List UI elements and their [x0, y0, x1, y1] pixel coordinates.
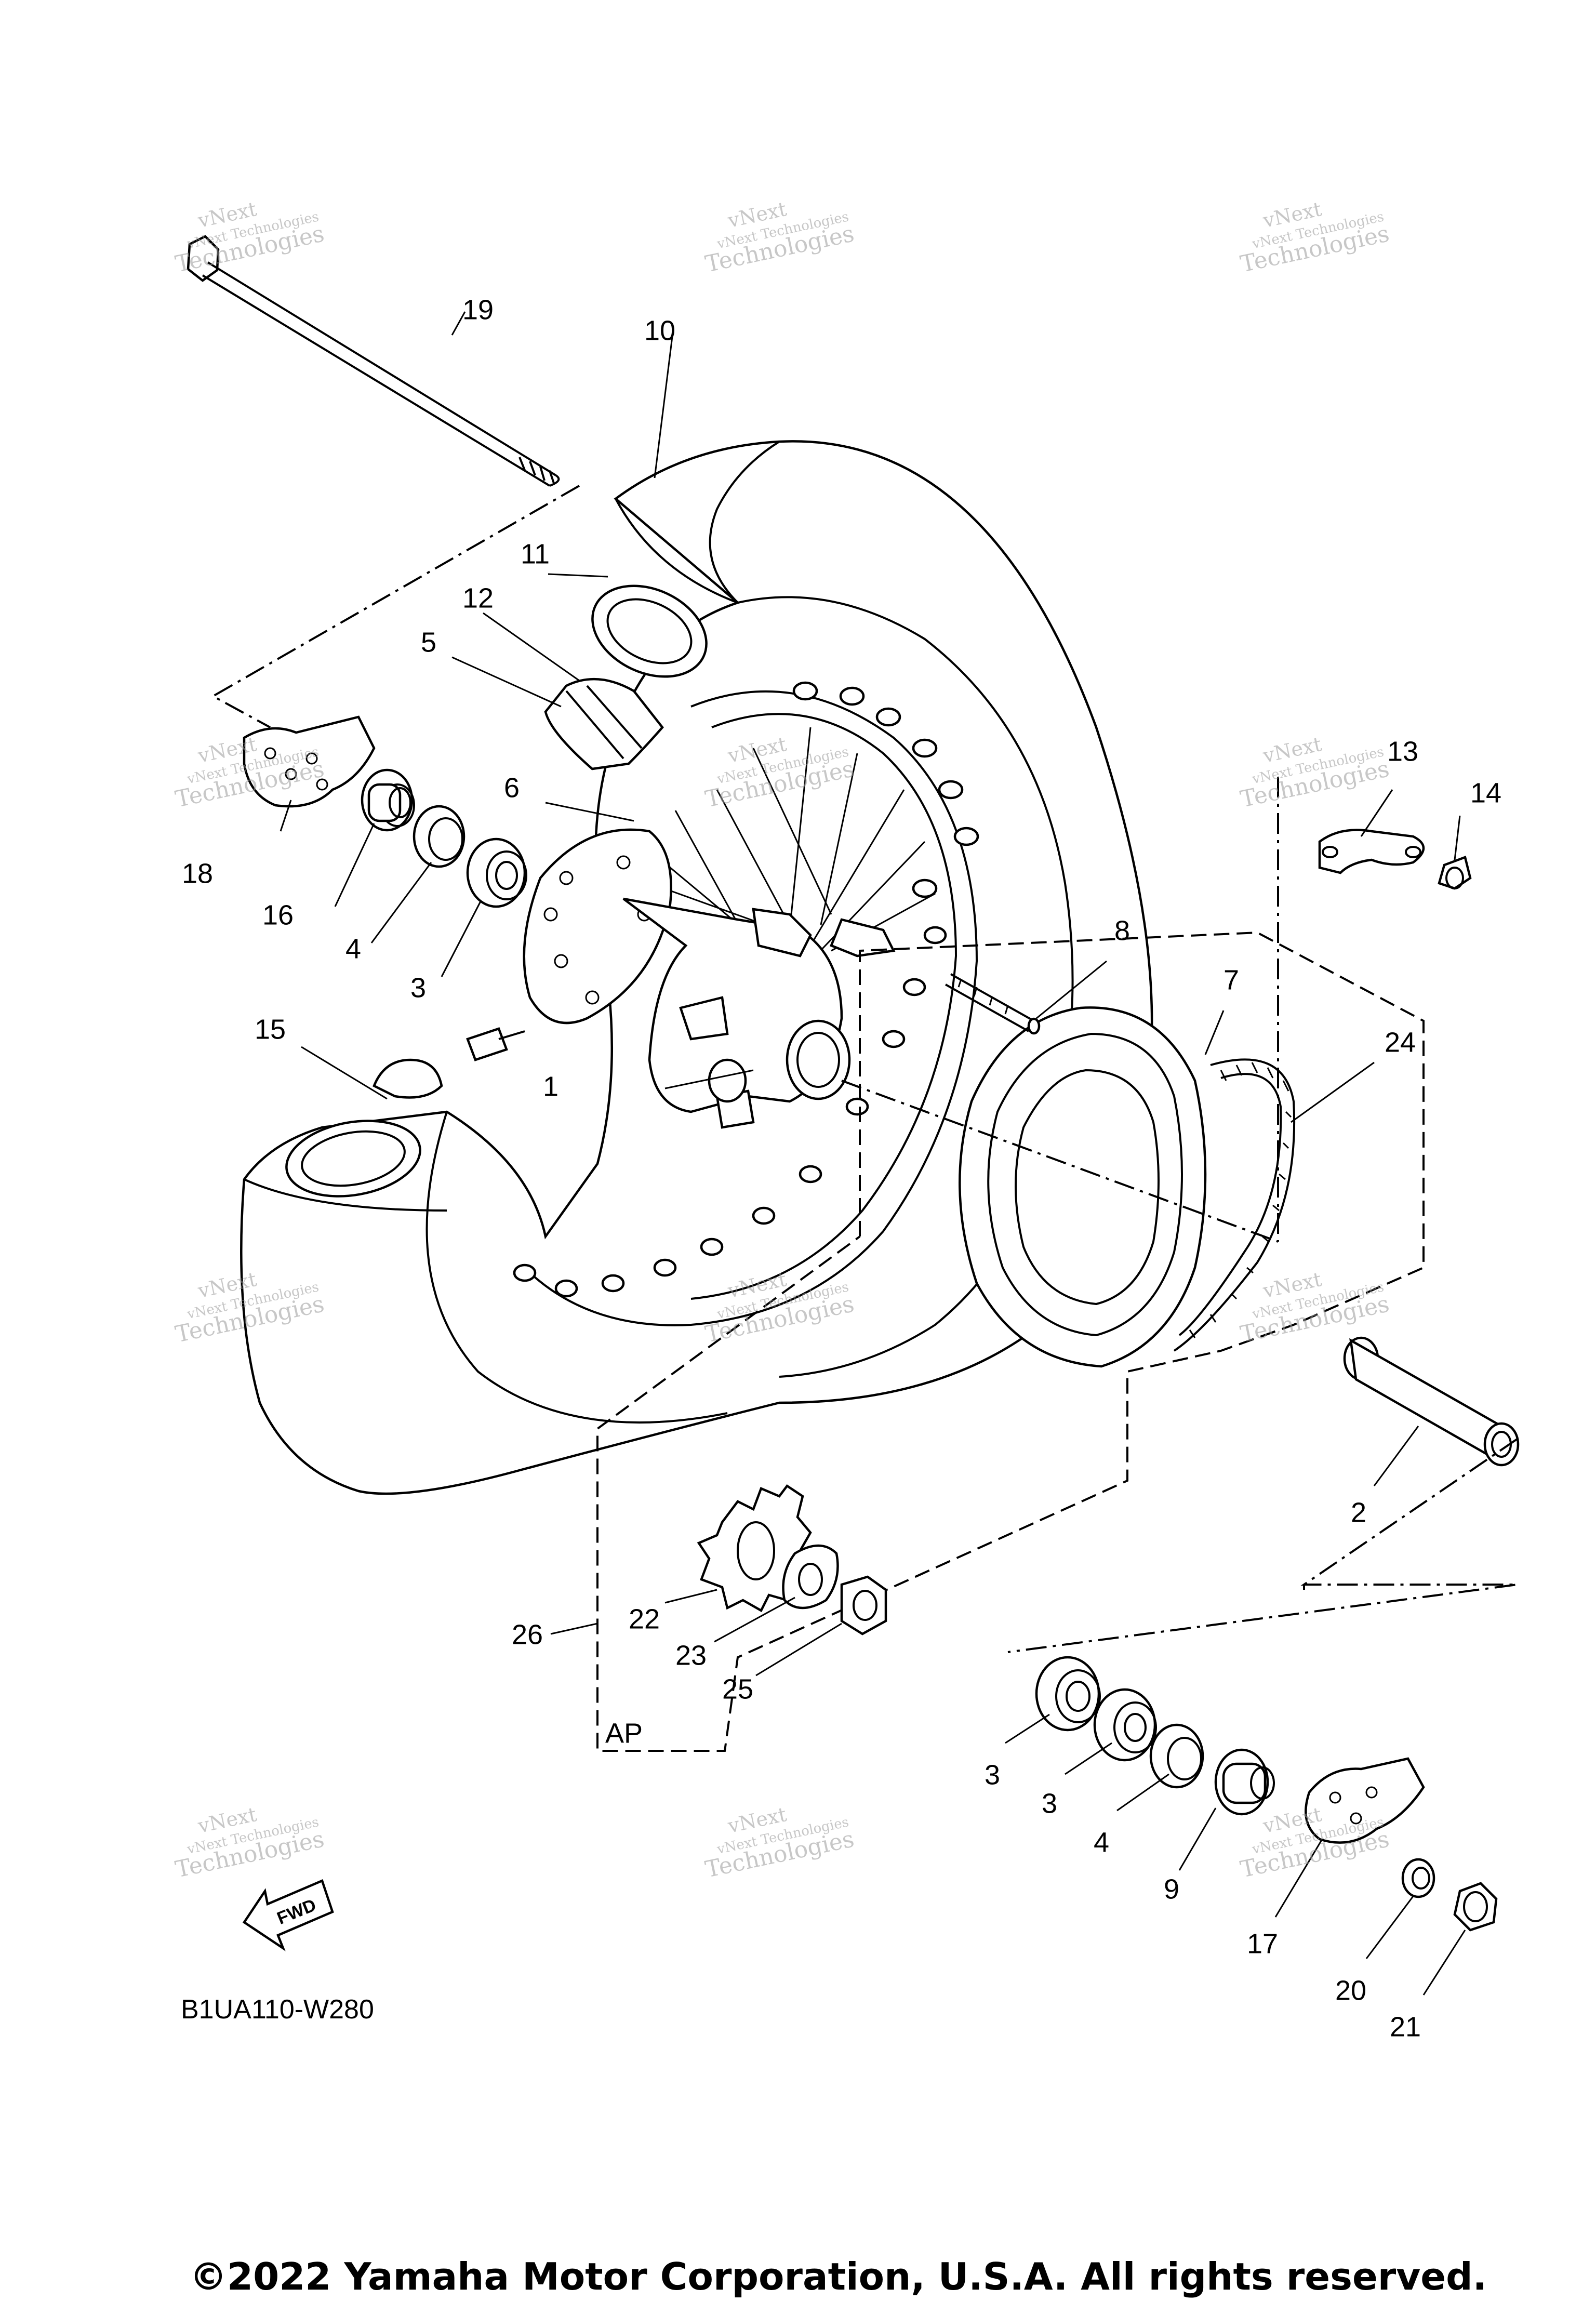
callout-17: 17 [1247, 1928, 1278, 1959]
spoke-nipples [513, 681, 979, 1298]
sprocket-bolt-part [945, 973, 1041, 1035]
ap-label: AP [605, 1718, 643, 1749]
callout-13: 14 [1470, 777, 1501, 808]
callout-3-right-a: 3 [985, 1759, 1000, 1790]
fwd-arrow: FWD [242, 1879, 334, 1951]
callout-3-left: 3 [410, 972, 426, 1003]
callout-18: 18 [182, 858, 213, 889]
callout-6: 6 [504, 772, 520, 803]
drive-sprocket-nut-part [840, 1575, 887, 1635]
callout-14: 15 [255, 1014, 286, 1045]
rear-sprocket-part [959, 1006, 1207, 1368]
right-bearing-outer [1035, 1656, 1101, 1732]
right-bearing-inner [1093, 1688, 1157, 1762]
callout-4-right: 4 [1094, 1827, 1109, 1858]
rim-and-spokes [513, 681, 979, 1326]
sprocket-group-boundary [596, 931, 1425, 1752]
callout-21: 21 [1390, 2011, 1421, 2042]
callout-9: 12 [462, 582, 494, 614]
callout-25: 25 [722, 1673, 753, 1705]
drive-chain-part [1173, 1058, 1296, 1352]
sprocket-nut-part [1438, 856, 1472, 890]
tube-valve-part [285, 1027, 525, 1198]
axle-nut-part [1453, 1882, 1498, 1932]
drive-sprocket-part [697, 1484, 812, 1613]
callout-8: 11 [521, 538, 550, 569]
callout-4-left: 4 [345, 933, 361, 964]
left-oil-seal-part [413, 805, 466, 868]
callout-16: 16 [262, 899, 294, 930]
drive-sprocket-washer-part [782, 1544, 839, 1610]
copyright-notice: ©2022 Yamaha Motor Corporation, U.S.A. A… [190, 2255, 1487, 2298]
callout-5: 5 [421, 627, 436, 658]
callout-2: 2 [1351, 1497, 1366, 1528]
callout-10: 7 [1223, 964, 1239, 995]
callout-1: 1 [543, 1071, 558, 1102]
right-collar-part [1343, 1336, 1520, 1467]
callout-22: 24 [1385, 1027, 1416, 1058]
callout-26: 26 [512, 1619, 543, 1650]
callout-19: 19 [462, 294, 494, 325]
rear-axle-part [187, 235, 560, 487]
callout-12: 13 [1387, 736, 1418, 767]
lock-washer-part [1318, 829, 1425, 874]
left-spacer-plate [243, 715, 376, 808]
axle-centerline [210, 485, 1279, 1242]
left-collar-part [361, 768, 415, 832]
callout-labels: 19 10 11 12 5 6 18 16 4 3 15 1 8 7 24 13… [182, 294, 1501, 2042]
callout-15: 9 [1164, 1873, 1179, 1905]
callout-3-right-b: 3 [1042, 1788, 1057, 1819]
callout-11: 8 [1114, 915, 1130, 946]
left-bearing-part [466, 837, 527, 908]
callout-23: 22 [629, 1603, 660, 1634]
callout-24: 23 [675, 1640, 707, 1671]
right-spacer-plate [1305, 1757, 1425, 1844]
callout-20: 20 [1335, 1975, 1366, 2006]
axle-centerline-right [841, 1080, 1518, 1653]
axle-washer-part [1401, 1858, 1435, 1898]
hub-part [523, 828, 896, 1129]
tube-part [544, 584, 708, 770]
callout-leader-lines [280, 311, 1466, 1996]
diagram-code: B1UA110-W280 [181, 1994, 374, 2025]
callout-7: 10 [644, 315, 675, 346]
right-collar-flange-part [1214, 1748, 1275, 1816]
right-oil-seal-part [1149, 1723, 1204, 1789]
